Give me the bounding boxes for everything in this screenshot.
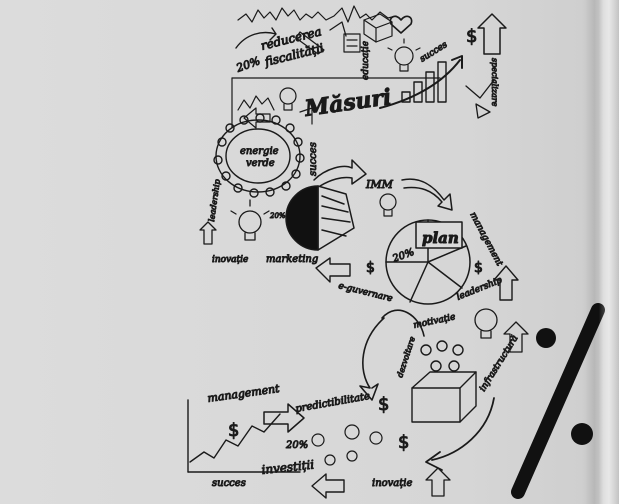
leadership-right-label: leadership (455, 275, 503, 302)
inovatie-left-label: inovație (212, 255, 248, 265)
curved-arrow-right (401, 178, 453, 211)
bottom-line-chart (187, 399, 301, 473)
dezvoltare-label: dezvoltare (395, 335, 417, 378)
curved-arrow-imm (313, 159, 367, 187)
specializare-label: specializare (490, 58, 499, 107)
imm-label: IMM (365, 178, 394, 191)
predictibilitate-label: predictibilitate (295, 391, 371, 415)
lightbulb-icon-top (387, 38, 421, 72)
lightbulb-icon-left (230, 199, 270, 241)
e-guvernare-label: e-guvernare (337, 281, 393, 304)
hollow-arrow-bottom (263, 403, 305, 433)
ratio-top-label: 20% (234, 54, 262, 75)
top-right-arrow (477, 13, 507, 55)
up-arrow-far-right (503, 321, 529, 353)
up-arrow-left (199, 221, 217, 245)
up-arrow-right (493, 265, 519, 301)
small-arrows-left (243, 107, 313, 129)
lightbulb-cluster-bottom (311, 424, 383, 466)
motivatie-label: motivație (413, 312, 457, 331)
succes-top-label: succes (418, 40, 449, 65)
stack-box-icon (363, 13, 393, 43)
dollar-bottom-left: $ (228, 420, 239, 441)
arrow-bottom-left (311, 473, 345, 499)
people-ring (213, 113, 305, 198)
succes-bottom-label: succes (212, 478, 246, 489)
marketing-label: marketing (266, 254, 318, 265)
leadership-left-label: leadership (207, 179, 222, 223)
big-hook-arrow (359, 309, 425, 401)
big-arrow-up-right (379, 55, 463, 109)
lightbulb-icon-mid (279, 87, 297, 111)
investitii-label: investiții (261, 458, 315, 477)
ratio-small-label: 20% (269, 212, 286, 220)
inovatie-bottom-label: inovație (372, 478, 412, 489)
masuri-title: Măsuri (302, 84, 393, 122)
percent-sign-icon (511, 303, 605, 499)
management-bottom-label: management (207, 382, 281, 405)
dollar-bottom-mid: $ (378, 394, 389, 415)
check-arrow-right (465, 79, 495, 119)
dollar-top: $ (466, 26, 477, 47)
plan-label: plan (422, 229, 459, 247)
infrastructura-label: infrastructură (477, 333, 520, 393)
management-right-label: management (467, 211, 504, 269)
energie-label: energie (240, 146, 279, 157)
calculator-icon (343, 33, 361, 53)
ratio-bottom-label: 20% (285, 440, 308, 451)
idea-box (411, 340, 477, 423)
dollar-mid-right: $ (474, 260, 483, 276)
hand-arrow-top-left (235, 27, 277, 49)
educatie-label: educație (361, 41, 371, 80)
pencil-arrow-icon (295, 21, 347, 55)
hollow-arrow-left (315, 257, 351, 283)
up-arrow-bottom-right (425, 467, 451, 497)
dark-pie-chart (285, 185, 355, 251)
dollar-bottom-right: $ (398, 432, 409, 453)
heart-icon (389, 15, 413, 34)
plan-pie-chart (385, 219, 471, 305)
page-edge-shadow (585, 0, 619, 504)
top-sparkline (231, 5, 441, 129)
succes-ring-label: succes (308, 142, 319, 176)
verde-label: verde (246, 158, 275, 169)
big-curve-arrow-bottom (425, 397, 495, 471)
dollar-mid-left: $ (366, 260, 375, 276)
lightbulb-icon-center (379, 193, 397, 217)
lightbulb-icon-right (474, 308, 498, 339)
